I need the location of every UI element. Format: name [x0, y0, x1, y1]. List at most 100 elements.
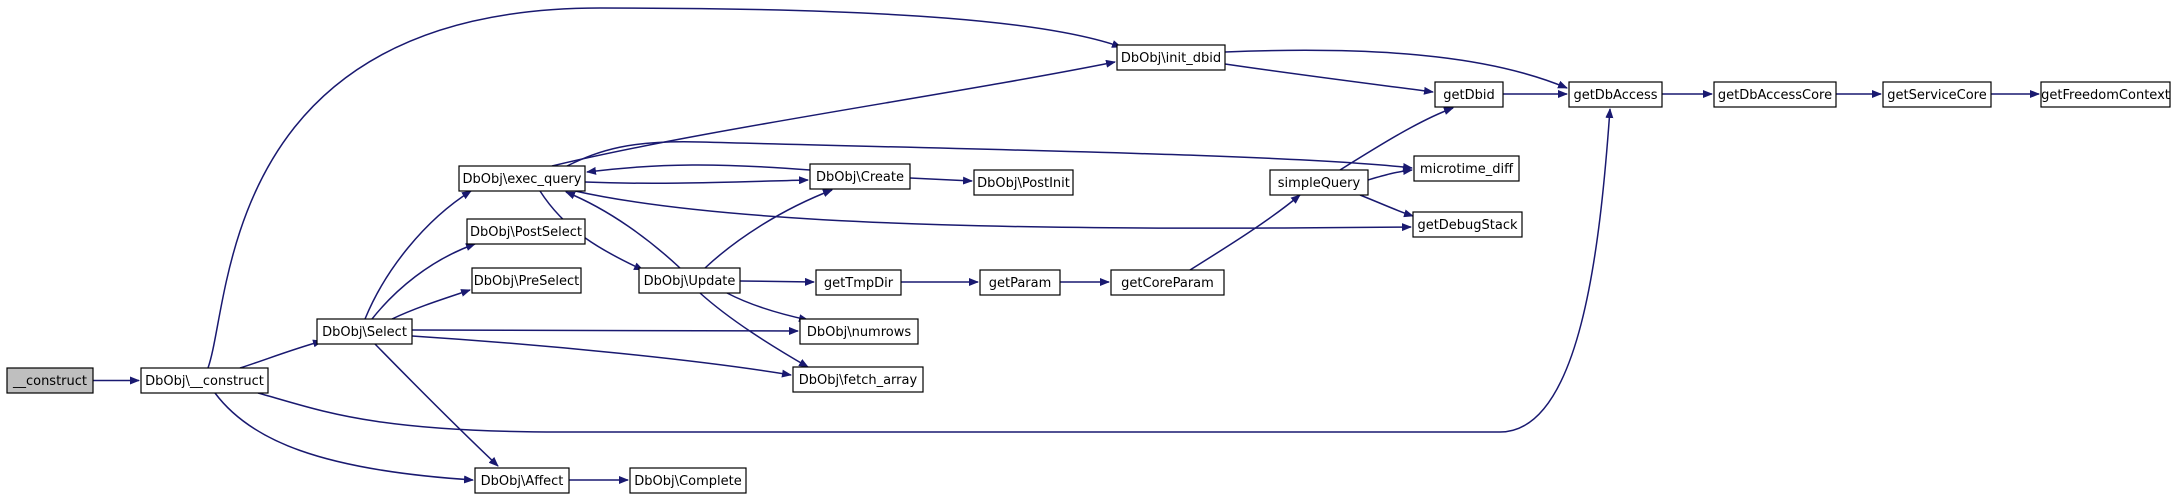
node-label: getCoreParam [1121, 276, 1214, 291]
node-label: DbObj\Select [322, 325, 407, 340]
edge-simplequery-to-getdbid [1339, 107, 1454, 171]
node-label: DbObj\PostInit [977, 176, 1070, 191]
node-getfreedomcontext[interactable]: getFreedomContext [2040, 81, 2171, 108]
node-affect[interactable]: DbObj\Affect [474, 467, 570, 494]
node-complete[interactable]: DbObj\Complete [629, 467, 747, 494]
edge-dbobj_construct-to-affect [214, 392, 474, 484]
edge-create-to-exec_query [586, 164, 811, 175]
node-box [2040, 81, 2171, 108]
edge-exec_query-to-getdebugstack [574, 190, 1412, 232]
node-box [1568, 81, 1663, 108]
node-box [629, 467, 747, 494]
edge-exec_query-to-microtime_diff [566, 140, 1413, 171]
node-getdbid[interactable]: getDbid [1434, 81, 1504, 108]
node-box [638, 267, 741, 294]
node-preselect[interactable]: DbObj\PreSelect [471, 267, 582, 294]
edge-simplequery-to-microtime_diff [1367, 167, 1413, 181]
node-box [1116, 44, 1226, 71]
node-select[interactable]: DbObj\Select [316, 318, 413, 345]
node-microtime-diff[interactable]: microtime_diff [1413, 155, 1520, 182]
node-label: DbObj\Update [644, 274, 736, 289]
node-box [815, 269, 902, 296]
edge-update-to-fetch_array [699, 292, 809, 368]
node-box [809, 163, 911, 190]
node-label: getDebugStack [1417, 218, 1518, 233]
node-label: DbObj\PostSelect [470, 225, 582, 240]
edge-select-to-preselect [391, 289, 471, 320]
edge-exec_query-to-create [584, 176, 809, 185]
node-box [1110, 269, 1225, 296]
edge-select-to-postselect [371, 243, 476, 320]
node-box [1882, 81, 1992, 108]
node-box [792, 366, 924, 393]
edge-select-to-exec_query [364, 190, 472, 320]
edge-select-to-fetch_array [411, 335, 792, 378]
node-box [1269, 169, 1369, 196]
node-box [471, 267, 582, 294]
nodes: __construct DbObj\__construct DbObj\Select… [6, 44, 2171, 494]
node-label: DbObj\exec_query [463, 172, 582, 187]
node-getparam[interactable]: getParam [979, 269, 1061, 296]
node-getservicecore[interactable]: getServiceCore [1882, 81, 1992, 108]
edge-select-to-affect [374, 343, 499, 467]
node-update[interactable]: DbObj\Update [638, 267, 741, 294]
edge-update-to-gettmpdir [739, 277, 815, 286]
node-box [458, 165, 586, 192]
node-label: DbObj\Affect [481, 474, 564, 489]
node-label: DbObj\__construct [145, 374, 264, 389]
node-exec-query[interactable]: DbObj\exec_query [458, 165, 586, 192]
node-box [140, 367, 269, 394]
node-label: DbObj\init_dbid [1121, 51, 1221, 66]
node-label: simpleQuery [1278, 176, 1361, 191]
node-box [466, 218, 586, 245]
node-label: getDbAccessCore [1718, 88, 1832, 103]
edge-update-to-numrows [726, 292, 809, 323]
edge-update-to-exec_query [565, 191, 681, 269]
node-getdbaccess[interactable]: getDbAccess [1568, 81, 1663, 108]
node-box [973, 169, 1074, 196]
edge-dbobj_construct-to-init_dbid [207, 7, 1122, 369]
node-label: DbObj\numrows [807, 325, 912, 340]
node-postinit[interactable]: DbObj\PostInit [973, 169, 1074, 196]
node-postselect[interactable]: DbObj\PostSelect [466, 218, 586, 245]
node-dbobj-construct[interactable]: DbObj\__construct [140, 367, 269, 394]
node-box [799, 318, 919, 345]
node-box [1713, 81, 1837, 108]
edge-create-to-postinit [909, 176, 973, 185]
node-box [1412, 211, 1523, 238]
node-box [316, 318, 413, 345]
node-label: getServiceCore [1887, 88, 1986, 103]
edge-dbobj_construct-to-getdbaccess [257, 108, 1614, 433]
node-label: DbObj\fetch_array [799, 373, 918, 388]
edge-exec_query-to-init_dbid [551, 59, 1116, 167]
edge-simplequery-to-getdebugstack [1359, 194, 1414, 218]
node-label: DbObj\Complete [634, 474, 741, 489]
node-label: getTmpDir [824, 276, 894, 291]
node-label: getFreedomContext [2041, 88, 2170, 103]
node-init-dbid[interactable]: DbObj\init_dbid [1116, 44, 1226, 71]
edge-init_dbid-to-getdbid [1224, 63, 1434, 95]
node-fetch-array[interactable]: DbObj\fetch_array [792, 366, 924, 393]
node-label: getDbid [1443, 88, 1494, 103]
node-box [6, 367, 94, 394]
node-label: DbObj\Create [816, 170, 904, 185]
node-box [474, 467, 570, 494]
node-construct[interactable]: __construct [6, 367, 94, 394]
node-getcoreparam[interactable]: getCoreParam [1110, 269, 1225, 296]
node-label: __construct [12, 374, 87, 389]
edges [93, 7, 2040, 484]
node-box [979, 269, 1061, 296]
node-label: DbObj\PreSelect [474, 274, 580, 289]
edge-init_dbid-to-getdbaccess [1224, 49, 1568, 89]
node-label: getDbAccess [1573, 88, 1657, 103]
node-getdebugstack[interactable]: getDebugStack [1412, 211, 1523, 238]
node-getdbaccesscore[interactable]: getDbAccessCore [1713, 81, 1837, 108]
node-numrows[interactable]: DbObj\numrows [799, 318, 919, 345]
node-gettmpdir[interactable]: getTmpDir [815, 269, 902, 296]
edge-select-to-numrows [411, 326, 799, 335]
node-simplequery[interactable]: simpleQuery [1269, 169, 1369, 196]
node-box [1434, 81, 1504, 108]
node-label: getParam [989, 276, 1052, 291]
node-create[interactable]: DbObj\Create [809, 163, 911, 190]
edge-update-to-create [704, 189, 833, 269]
